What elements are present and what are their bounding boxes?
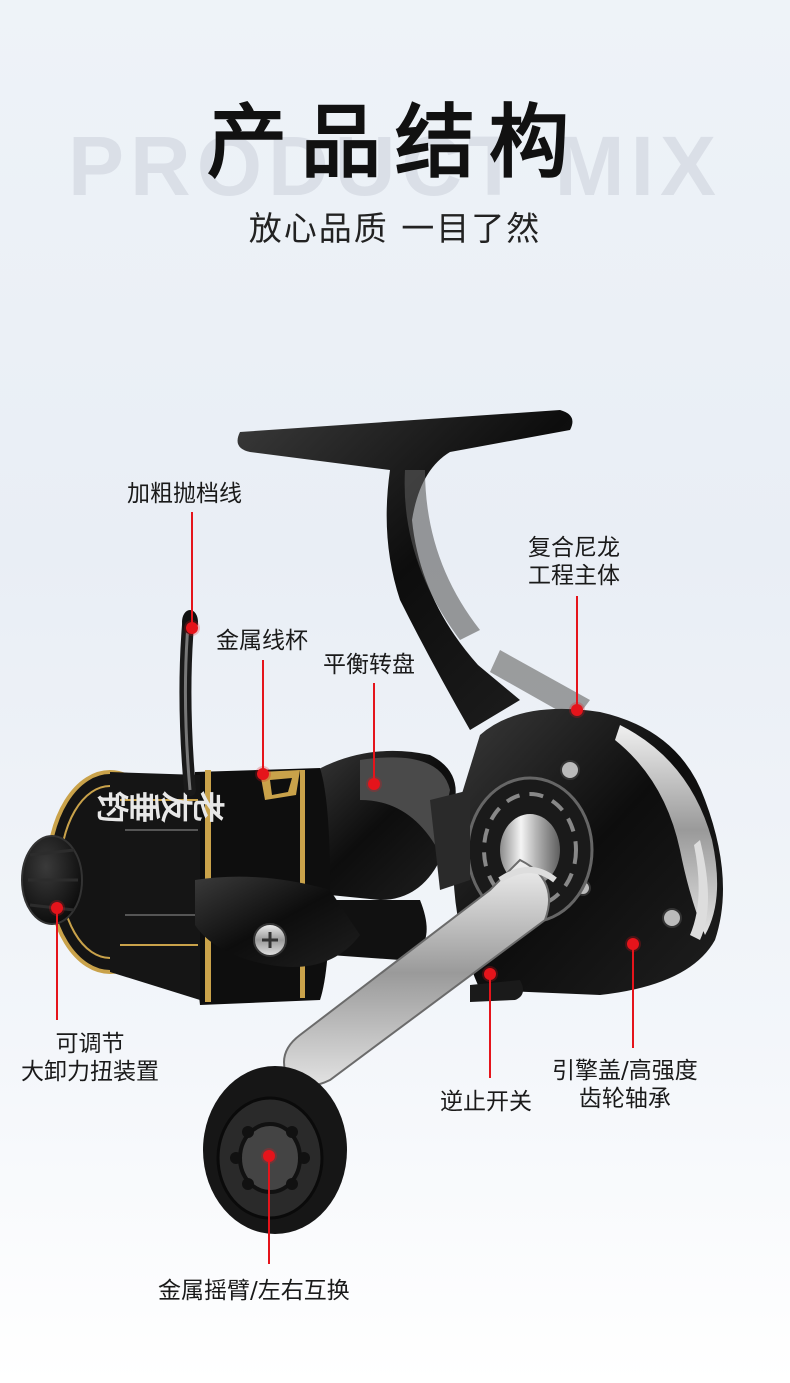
bottom-edge	[0, 1381, 790, 1383]
reel-rotor	[300, 750, 470, 960]
dot-metal-spool	[257, 768, 269, 780]
leader-metal-spool	[262, 660, 264, 770]
label-gear-line1: 引擎盖/高强度	[552, 1058, 698, 1084]
label-drag-line2: 大卸力扭装置	[21, 1059, 159, 1085]
dot-anti-reverse	[484, 968, 496, 980]
reel-foot	[237, 410, 590, 730]
leader-gear	[632, 948, 634, 1048]
leader-handle	[268, 1160, 270, 1264]
label-body-line2: 工程主体	[528, 563, 620, 589]
page-subtitle: 放心品质 一目了然	[248, 209, 542, 248]
bail-arm	[195, 876, 360, 967]
leader-anti-reverse	[489, 978, 491, 1078]
dot-line-guide	[186, 622, 198, 634]
leader-drag	[56, 912, 58, 1020]
leader-body	[576, 596, 578, 708]
dot-handle	[263, 1150, 275, 1162]
dot-body	[571, 704, 583, 716]
background-watermark-text: PRODUCT MIX	[68, 119, 722, 213]
label-handle: 金属摇臂/左右互换	[158, 1278, 350, 1304]
spool-brand-text: 老友垂钓	[97, 786, 225, 824]
label-body: 复合尼龙 工程主体	[528, 534, 620, 590]
label-drag-line1: 可调节	[55, 1031, 125, 1057]
label-line-guide: 加粗抛档线	[127, 481, 242, 507]
label-rotor: 平衡转盘	[323, 652, 415, 678]
bail-wire	[179, 610, 198, 796]
leader-rotor	[373, 683, 375, 779]
label-drag: 可调节 大卸力扭装置	[21, 1030, 159, 1086]
dot-drag	[51, 902, 63, 914]
label-body-line1: 复合尼龙	[528, 535, 620, 561]
leader-line-guide	[191, 512, 193, 624]
label-anti-reverse: 逆止开关	[440, 1089, 532, 1115]
label-gear-line2: 齿轮轴承	[578, 1086, 671, 1112]
page-title: 产品结构	[207, 96, 583, 189]
dot-gear	[627, 938, 639, 950]
dot-rotor	[368, 778, 380, 790]
label-metal-spool: 金属线杯	[216, 628, 308, 654]
anti-reverse-switch-shape	[470, 980, 524, 1002]
label-gear: 引擎盖/高强度 齿轮轴承	[552, 1057, 698, 1113]
